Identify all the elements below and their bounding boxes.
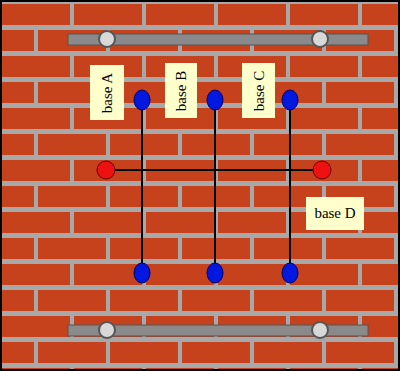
base-label: base B [174,70,189,110]
sensor-dot [97,161,115,179]
sensor-dot [282,90,298,110]
base-label: base C [251,70,266,110]
base-label: base D [314,206,355,221]
base-line [289,100,291,273]
base-label: base A [100,72,115,112]
bar-bolt [312,31,328,47]
sensor-dot [134,90,150,110]
sensor-dot [207,263,223,283]
base-line [141,100,143,273]
sensor-dot [313,161,331,179]
bar-bolt [99,31,115,47]
sensor-dot [134,263,150,283]
label-box: base D [306,197,364,230]
label-box: base C [242,63,275,118]
bar-bolt [99,322,115,338]
sensor-dot [282,263,298,283]
base-line [214,100,216,273]
bar-bolt [312,322,328,338]
label-box: base B [165,63,197,118]
label-box: base A [90,65,124,120]
base-line [106,169,322,171]
sensor-dot [207,90,223,110]
